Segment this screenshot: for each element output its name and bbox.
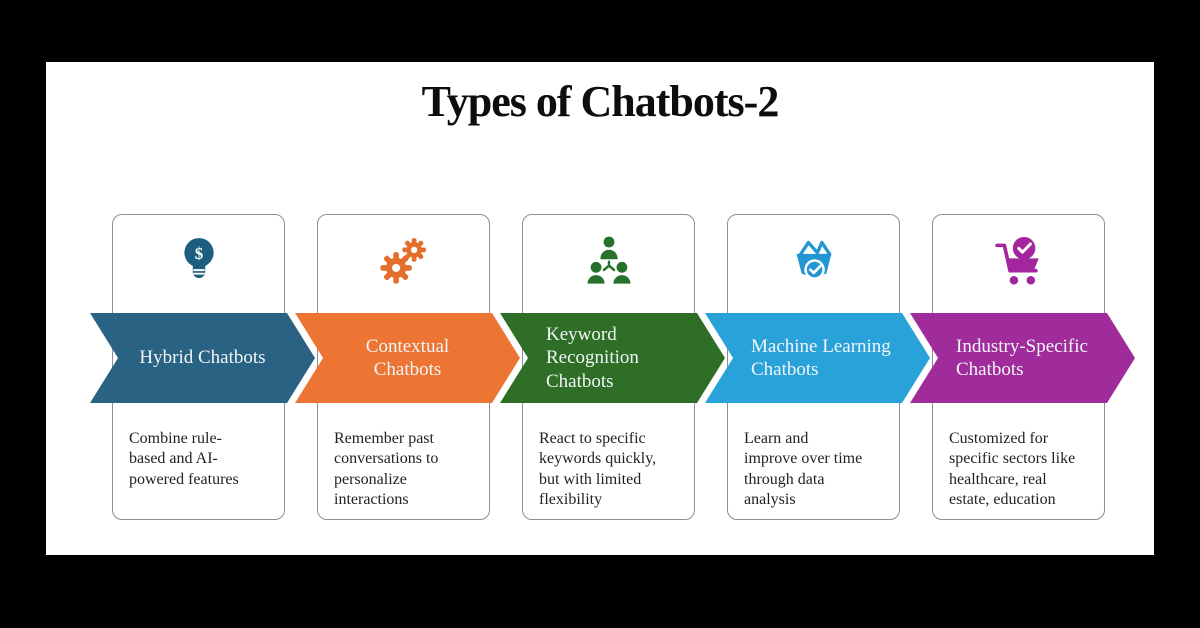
chevron-industry-specific-chatbots: Industry-Specific Chatbots xyxy=(910,313,1135,403)
svg-text:$: $ xyxy=(194,244,202,263)
page-title: Types of Chatbots-2 xyxy=(421,77,780,126)
card-description: React to specific keywords quickly, but … xyxy=(539,430,657,508)
cart-check-icon xyxy=(933,223,1104,297)
card-description: Customized for specific sectors like hea… xyxy=(949,430,1076,508)
chevron-contextual-chatbots: Contextual Chatbots xyxy=(295,313,520,403)
chevron-label: Contextual Chatbots xyxy=(365,335,450,380)
chevron-hybrid-chatbots: Hybrid Chatbots xyxy=(90,313,315,403)
chevron-machine-learning-chatbots: Machine Learning Chatbots xyxy=(705,313,930,403)
basket-check-icon xyxy=(728,223,899,297)
gears-icon xyxy=(318,223,489,297)
chevron-label: Hybrid Chatbots xyxy=(139,347,266,369)
slide-canvas: Types of Chatbots-2 $ Combine rule- base… xyxy=(46,62,1154,555)
chevron-label: Machine Learning Chatbots xyxy=(751,335,891,380)
chevron-label: Industry-Specific Chatbots xyxy=(956,335,1088,380)
chevron-label: Keyword Recognition Chatbots xyxy=(546,324,639,392)
card-description: Learn and improve over time through data… xyxy=(744,430,863,508)
chevron-keyword-recognition-chatbots: Keyword Recognition Chatbots xyxy=(500,313,725,403)
people-hierarchy-icon xyxy=(523,223,694,297)
card-description: Remember past conversations to personali… xyxy=(334,430,439,508)
card-description: Combine rule- based and AI- powered feat… xyxy=(129,430,239,488)
dollar-lightbulb-icon: $ xyxy=(113,223,284,297)
